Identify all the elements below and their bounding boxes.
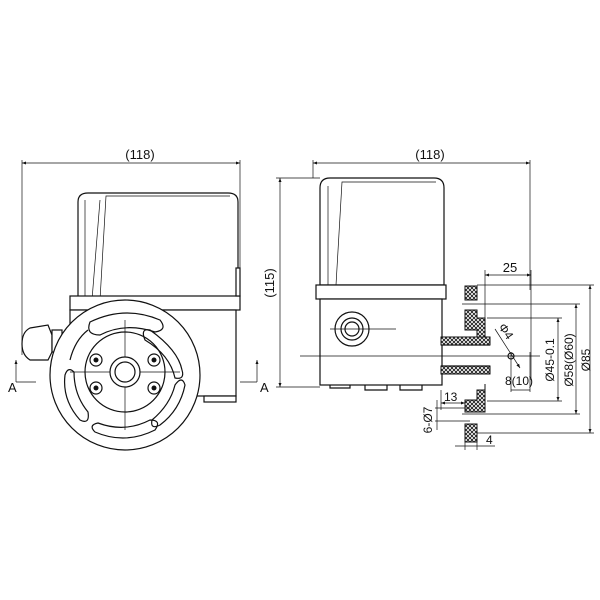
side-view: (118) (115) 25 Φ4	[262, 147, 594, 450]
height-dimension-label: (115)	[262, 268, 277, 297]
disc-slots	[63, 312, 186, 439]
pcd-diameter-label: Ø58(Ø60)	[562, 333, 576, 386]
side-cover	[319, 177, 445, 286]
section-label-left: A	[8, 380, 17, 395]
shaft-hub	[109, 356, 141, 388]
section-label-right: A	[260, 380, 269, 395]
section-arrow-left	[16, 360, 36, 383]
shaft-bore	[114, 361, 136, 383]
housing-foot	[203, 395, 237, 403]
hole-diameter-label: Φ4	[496, 321, 517, 343]
flange-diameter-label: Ø85	[579, 348, 593, 371]
flange-section	[440, 285, 491, 443]
depth-dimension-label: 25	[503, 260, 517, 275]
hole-leader	[494, 328, 521, 369]
side-rim	[315, 284, 447, 300]
bolt-hole-label: 6-Ø7	[421, 406, 435, 433]
spigot-diameter-label: Ø45-0.1	[543, 338, 557, 382]
shaft-dimension-label: 8(10)	[505, 374, 533, 388]
cover-edge-lines	[327, 181, 436, 286]
thickness-dimension-label: 4	[486, 433, 493, 447]
housing-cover	[77, 192, 239, 301]
width-dimension-label: (118)	[415, 147, 444, 162]
cable-gland	[21, 324, 53, 361]
offset-dimension-label: 13	[444, 390, 458, 404]
side-body	[319, 298, 443, 386]
cover-edge-lines	[84, 195, 230, 301]
width-dimension-label: (118)	[125, 147, 154, 162]
front-view: (118) A A	[8, 147, 269, 451]
bolt-group	[89, 353, 161, 395]
side-tab	[235, 267, 241, 297]
section-arrow-right	[240, 360, 257, 383]
body-feet	[329, 385, 423, 391]
